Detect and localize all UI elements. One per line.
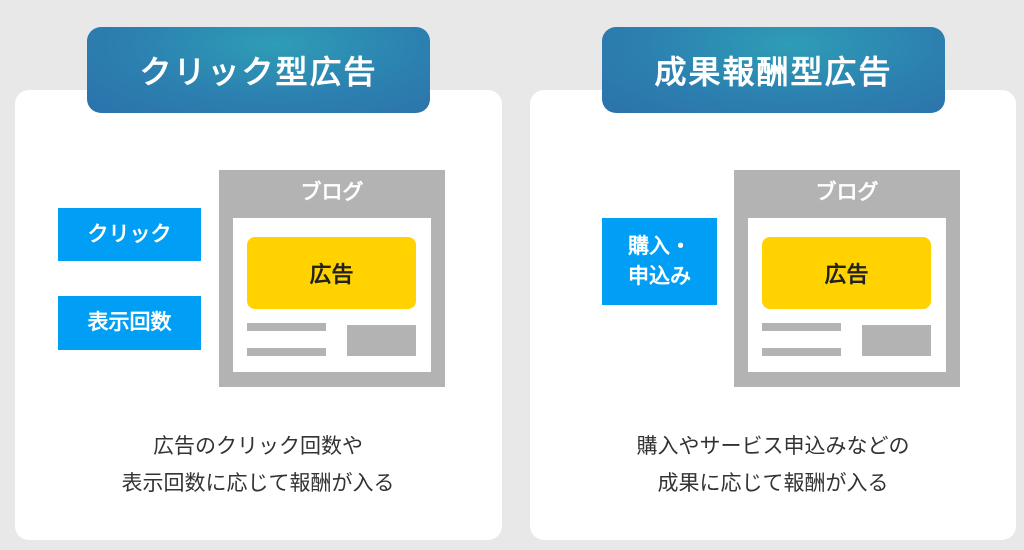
click-label: クリック	[58, 208, 201, 261]
purchase-label: 購入・ 申込み	[602, 218, 717, 305]
blog-label: ブログ	[815, 180, 879, 204]
text-line	[762, 348, 841, 356]
image-placeholder	[862, 325, 931, 356]
caption-line: 購入やサービス申込みなどの	[636, 434, 910, 458]
blog-label: ブログ	[300, 180, 364, 204]
label-line: 申込み	[628, 263, 691, 288]
blog-content: 広告	[233, 218, 431, 372]
ad-block: 広告	[247, 237, 416, 309]
blog-illustration: ブログ 広告	[219, 170, 445, 387]
ad-block: 広告	[762, 237, 931, 309]
caption-line: 表示回数に応じて報酬が入る	[121, 471, 395, 495]
image-placeholder	[347, 325, 416, 356]
caption-line: 広告のクリック回数や	[153, 434, 363, 458]
click-ad-caption: 広告のクリック回数や 表示回数に応じて報酬が入る	[15, 428, 501, 502]
affiliate-ad-caption: 購入やサービス申込みなどの 成果に応じて報酬が入る	[530, 428, 1016, 502]
label-line: 購入・	[628, 234, 691, 259]
click-ad-title: クリック型広告	[87, 27, 430, 113]
blog-illustration: ブログ 広告	[734, 170, 960, 387]
impressions-label: 表示回数	[58, 296, 201, 350]
text-line	[247, 323, 326, 331]
text-line	[247, 348, 326, 356]
text-line	[762, 323, 841, 331]
affiliate-ad-title: 成果報酬型広告	[602, 27, 945, 113]
blog-content: 広告	[748, 218, 946, 372]
caption-line: 成果に応じて報酬が入る	[657, 471, 889, 495]
